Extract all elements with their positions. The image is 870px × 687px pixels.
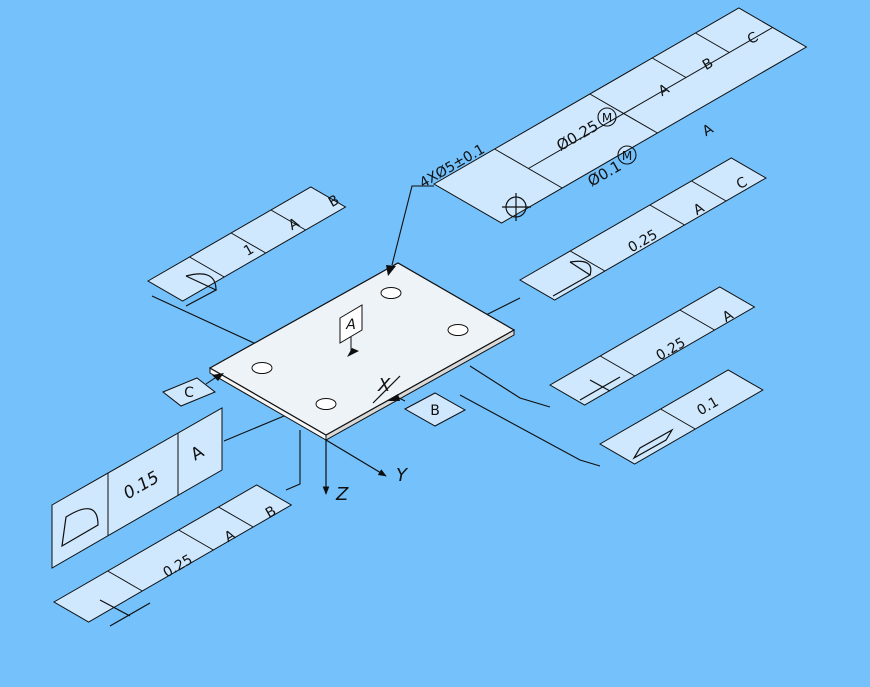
hole bbox=[315, 398, 337, 410]
position-icon bbox=[502, 193, 531, 221]
datum-a-label: A bbox=[345, 317, 356, 333]
axes bbox=[322, 375, 401, 495]
y-axis bbox=[325, 439, 387, 477]
datum-c-flag: C bbox=[162, 373, 224, 407]
fcf-top-left[interactable] bbox=[148, 187, 345, 301]
mmc-modifier: M bbox=[602, 111, 612, 125]
fcf-position[interactable] bbox=[434, 8, 806, 223]
profile-arc bbox=[185, 273, 217, 291]
datum-b-flag: B bbox=[386, 392, 467, 427]
fcf-left-profile[interactable] bbox=[51, 407, 223, 569]
mmc-modifier: M bbox=[622, 149, 632, 163]
perpendicularity-icon bbox=[99, 599, 151, 627]
fcf-left-perpendicularity[interactable] bbox=[54, 485, 291, 622]
leader-right-perp bbox=[469, 365, 551, 408]
plate-top-face bbox=[208, 262, 516, 436]
datum-ref: A bbox=[700, 121, 717, 140]
fcf-right-profile[interactable] bbox=[520, 158, 766, 300]
fcf-right-flatness[interactable] bbox=[600, 370, 763, 464]
y-axis-label: Y bbox=[396, 465, 409, 486]
plate bbox=[208, 262, 516, 441]
leader-left-perp bbox=[285, 430, 301, 491]
hole bbox=[380, 287, 402, 299]
datum-b-label: B bbox=[430, 403, 440, 419]
perpendicularity-icon bbox=[579, 376, 621, 401]
hole bbox=[447, 324, 469, 336]
profile-surface-icon bbox=[61, 508, 99, 548]
datum-c-label: C bbox=[184, 385, 194, 401]
x-axis-label: X bbox=[377, 375, 391, 396]
leader-left-profile bbox=[223, 415, 285, 442]
mmc-icon bbox=[617, 145, 637, 165]
z-axis-label: Z bbox=[335, 484, 349, 505]
flatness-icon bbox=[632, 428, 674, 460]
hole bbox=[251, 362, 273, 374]
leader-right-flat bbox=[459, 394, 601, 467]
x-axis-tick bbox=[372, 375, 401, 404]
fcf-right-perpendicularity[interactable] bbox=[550, 287, 754, 405]
mmc-icon bbox=[597, 107, 617, 127]
profile-arc bbox=[569, 260, 592, 276]
datum-a-flag: A bbox=[339, 304, 363, 357]
